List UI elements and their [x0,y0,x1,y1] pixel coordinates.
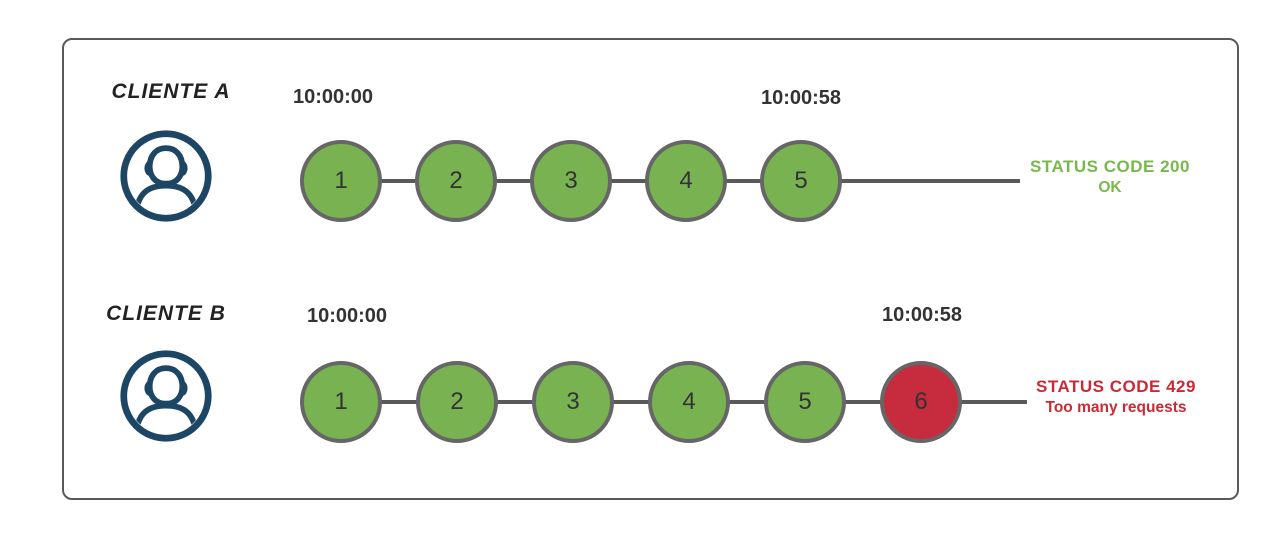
diagram-frame [62,38,1239,500]
status-code-200: STATUS CODE 200 [1030,157,1190,176]
client-b-end-time: 10:00:58 [881,304,963,326]
status-block-b: STATUS CODE 429 Too many requests [1036,377,1196,417]
request-circle: 1 [300,140,382,222]
request-circle: 2 [415,140,497,222]
status-code-429: STATUS CODE 429 [1036,377,1196,396]
user-icon [120,350,212,442]
request-circle: 4 [645,140,727,222]
status-message-ok: OK [1098,179,1122,196]
status-block-a: STATUS CODE 200 OK [1030,157,1190,197]
request-circle: 2 [416,361,498,443]
request-circle: 5 [760,140,842,222]
request-circle: 4 [648,361,730,443]
status-message-too-many-requests: Too many requests [1045,399,1187,416]
user-icon [120,130,212,222]
request-circle: 3 [532,361,614,443]
client-a-end-time: 10:00:58 [760,87,842,109]
request-circle: 1 [300,361,382,443]
request-circle: 5 [764,361,846,443]
client-b-start-time: 10:00:00 [306,305,388,327]
client-a-start-time: 10:00:00 [292,86,374,108]
request-circle-blocked: 6 [880,361,962,443]
client-a-label: CLIENTE A [111,80,231,103]
request-circle: 3 [530,140,612,222]
client-b-label: CLIENTE B [106,302,226,325]
